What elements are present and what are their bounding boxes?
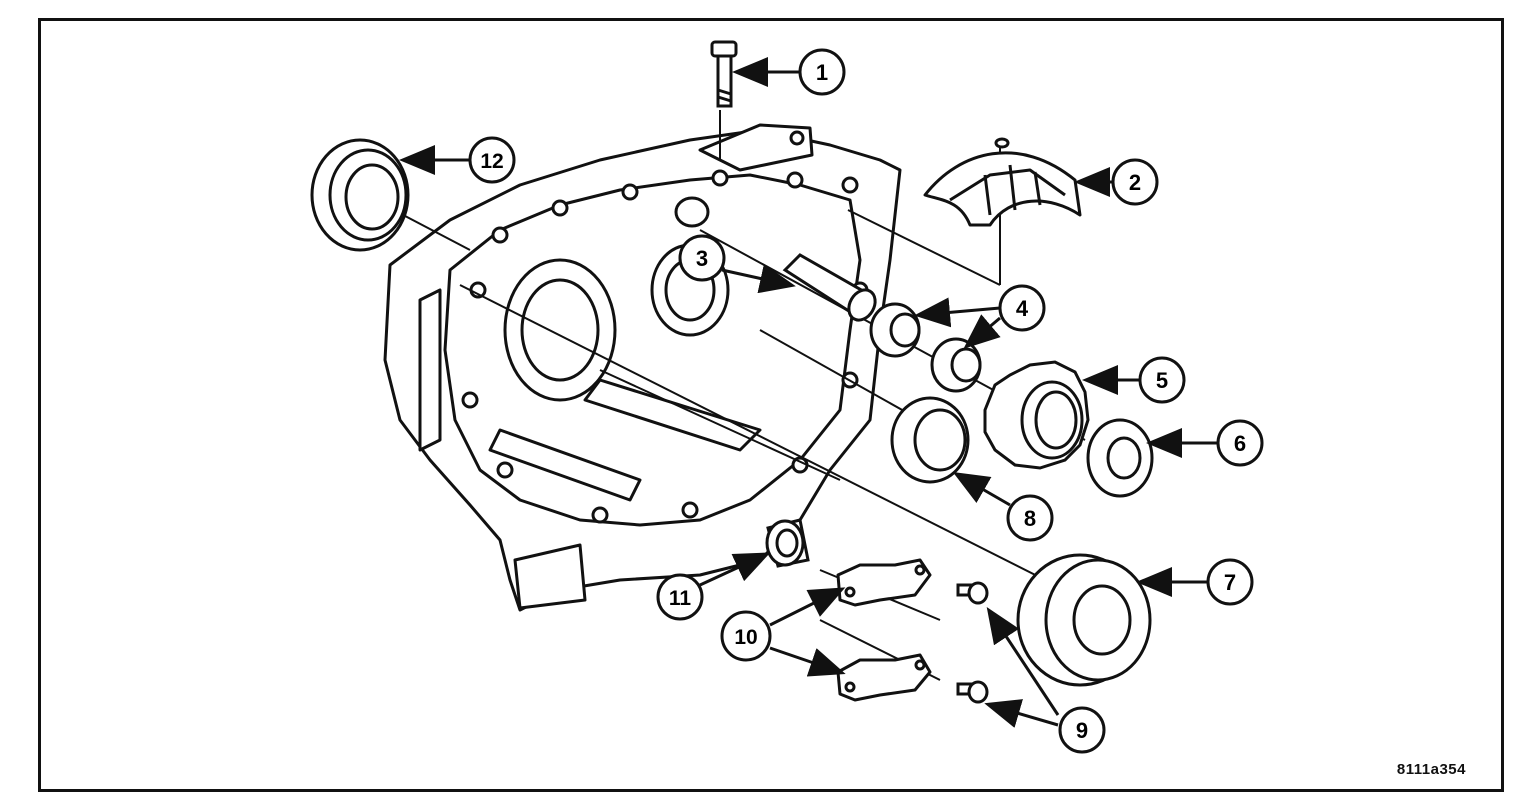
callout-11: 11	[656, 573, 704, 621]
callout-4-label: 4	[1016, 296, 1029, 321]
callout-9: 9	[1058, 706, 1106, 754]
callout-11-label: 11	[669, 587, 692, 610]
callout-6: 6	[1216, 419, 1264, 467]
callout-12: 12	[468, 136, 516, 184]
part-screw-upper	[956, 581, 989, 605]
part-pinion-gear-a	[869, 302, 921, 358]
callout-5-label: 5	[1156, 368, 1168, 393]
callout-3-label: 3	[696, 246, 708, 271]
callout-7: 7	[1206, 558, 1254, 606]
part-seal	[310, 138, 410, 252]
part-bushing	[765, 518, 810, 568]
part-thrust-washer	[1086, 418, 1154, 498]
callout-1-label: 1	[816, 60, 828, 85]
callout-9-label: 9	[1076, 718, 1088, 743]
callout-12-label: 12	[480, 150, 503, 173]
part-bearing	[1016, 553, 1152, 687]
callout-4: 4	[998, 284, 1046, 332]
callout-arrows	[399, 57, 1218, 728]
figure-id: 8111a354	[1396, 761, 1466, 778]
part-shaft	[782, 253, 877, 322]
callout-7-label: 7	[1224, 570, 1236, 595]
callout-2-label: 2	[1129, 170, 1141, 195]
part-bolt	[710, 40, 738, 108]
part-bearing-cup	[890, 396, 970, 484]
callout-5: 5	[1138, 356, 1186, 404]
callout-1: 1	[798, 48, 846, 96]
part-retainer-lower	[836, 653, 932, 702]
part-shield	[923, 137, 1082, 227]
differential-housing	[383, 123, 902, 612]
part-retainer-upper	[836, 558, 932, 607]
part-side-gear	[983, 360, 1090, 470]
callout-8-label: 8	[1024, 506, 1036, 531]
callout-10-label: 10	[734, 626, 757, 649]
part-pinion-gear-b	[930, 337, 982, 393]
callout-3: 3	[678, 234, 726, 282]
callout-2: 2	[1111, 158, 1159, 206]
diagram-frame	[38, 18, 1504, 792]
part-screw-lower	[956, 680, 989, 704]
callout-8: 8	[1006, 494, 1054, 542]
callout-6-label: 6	[1234, 431, 1246, 456]
callout-10: 10	[720, 610, 772, 662]
